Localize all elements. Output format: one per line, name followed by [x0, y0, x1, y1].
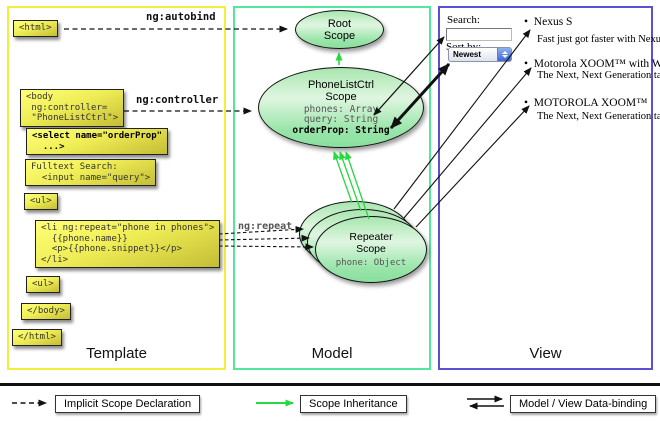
- code-box-body-close: </body>: [21, 303, 71, 320]
- bullet-icon: •: [524, 58, 529, 70]
- prop-phone: phone: Object: [335, 257, 407, 268]
- repeater-scope-title: Repeater Scope: [349, 230, 393, 255]
- sort-dropdown[interactable]: Newest: [448, 47, 512, 62]
- prop-query: query: String: [303, 114, 379, 126]
- dropdown-stepper-icon: [497, 48, 511, 61]
- search-label: Search:: [447, 14, 480, 26]
- legend-implicit-scope: Implicit Scope Declaration: [55, 395, 201, 413]
- code-box-body-open: <body ng:controller= "PhoneListCtrl">: [20, 89, 125, 127]
- bullet-icon: •: [524, 16, 529, 28]
- model-panel: Model: [233, 6, 431, 370]
- sort-dropdown-value: Newest: [453, 50, 482, 59]
- code-box-html-close: </html>: [12, 329, 62, 346]
- model-panel-title: Model: [311, 345, 353, 362]
- list-item-2-title: • Motorola XOOM™ with Wi-Fi: [524, 58, 660, 70]
- prop-orderprop: orderProp: String: [292, 124, 390, 136]
- list-item-2-snippet: The Next, Next Generation tablet.: [537, 70, 660, 81]
- template-panel-title: Template: [86, 345, 147, 362]
- code-box-ul-close: <ul>: [26, 276, 60, 293]
- phonelistctrl-scope-ellipse: PhoneListCtrl Scope phones: Array query:…: [258, 67, 424, 148]
- code-box-html-open: <html>: [13, 20, 58, 37]
- code-box-ul-open: <ul>: [24, 193, 58, 210]
- code-box-select-orderprop: <select name="orderProp" ...>: [26, 128, 169, 155]
- list-item-1-snippet: Fast just got faster with Nexus S.: [537, 34, 660, 45]
- list-item-3-title: • MOTOROLA XOOM™: [524, 97, 648, 109]
- view-panel-title: View: [529, 345, 562, 362]
- code-box-li-repeat: <li ng:repeat="phone in phones"> {{phone…: [35, 220, 221, 268]
- prop-phones: phones: Array: [303, 103, 379, 115]
- repeater-scope-ellipse-front: Repeater Scope phone: Object: [315, 216, 427, 283]
- root-scope-ellipse: Root Scope: [295, 10, 384, 49]
- list-item-3-snippet: The Next, Next Generation tablet.: [537, 111, 660, 122]
- root-scope-title: Root Scope: [323, 17, 356, 42]
- legend-divider-line: [0, 383, 660, 386]
- phonelistctrl-scope-title: PhoneListCtrl Scope: [307, 78, 375, 103]
- list-item-1-title: • Nexus S: [524, 16, 573, 28]
- search-input[interactable]: [446, 28, 512, 41]
- bullet-icon: •: [524, 97, 529, 109]
- ng-repeat-label: ng:repeat: [238, 221, 293, 232]
- ng-autobind-label: ng:autobind: [146, 11, 216, 23]
- legend-scope-inheritance: Scope Inheritance: [300, 395, 407, 413]
- legend-data-binding: Model / View Data-binding: [510, 395, 657, 413]
- ng-controller-label: ng:controller: [136, 94, 219, 106]
- code-box-fulltext-search: Fulltext Search: <input name="query">: [25, 159, 157, 186]
